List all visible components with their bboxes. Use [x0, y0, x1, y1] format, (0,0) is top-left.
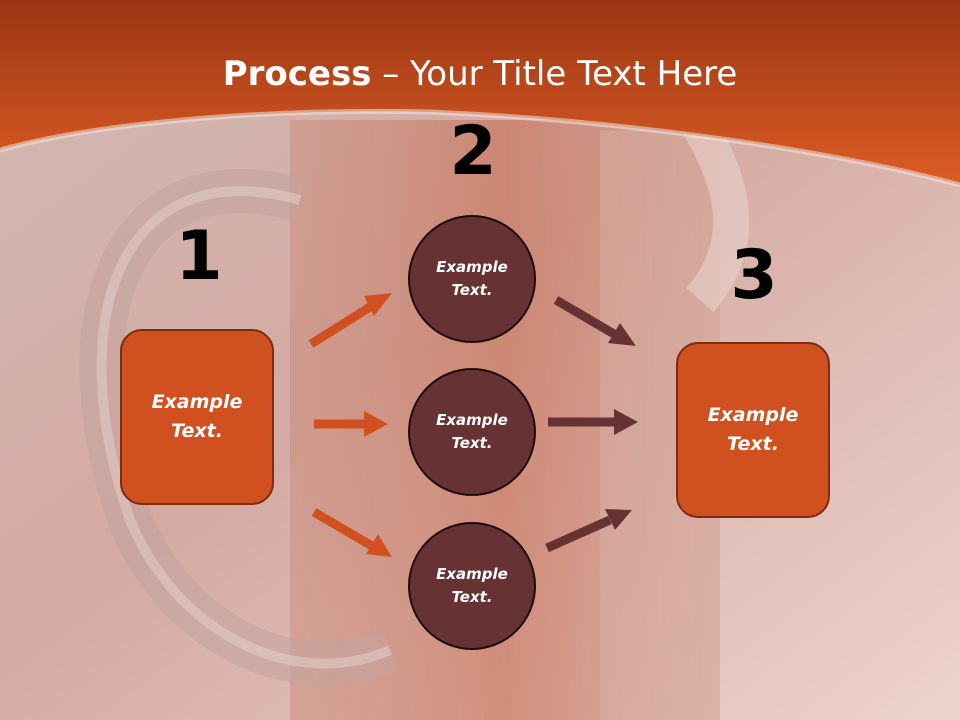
arrows: [308, 293, 638, 557]
step-2-circle-2: Example Text.: [408, 368, 536, 496]
header-curve: [0, 108, 960, 188]
slide-title: Process – Your Title Text Here: [0, 52, 960, 96]
arrow-to-circle-2: [314, 411, 388, 437]
step-number-2: 2: [449, 112, 497, 191]
arrow-from-circle-3: [545, 509, 632, 553]
step-2-circle-1: Example Text.: [408, 215, 536, 343]
step-number-3: 3: [730, 236, 778, 315]
title-rest: – Your Title Text Here: [371, 54, 738, 94]
arrow-to-circle-3: [311, 508, 392, 557]
step-2-circle-3: Example Text.: [408, 522, 536, 650]
step-3-box: Example Text.: [676, 342, 830, 518]
header-band: [0, 0, 960, 185]
step-number-1: 1: [175, 217, 223, 296]
arrow-from-circle-1: [553, 296, 636, 346]
step-1-box: Example Text.: [120, 329, 274, 505]
title-bold: Process: [222, 54, 372, 94]
arrow-to-circle-1: [308, 293, 392, 348]
arrow-from-circle-2: [548, 409, 638, 435]
